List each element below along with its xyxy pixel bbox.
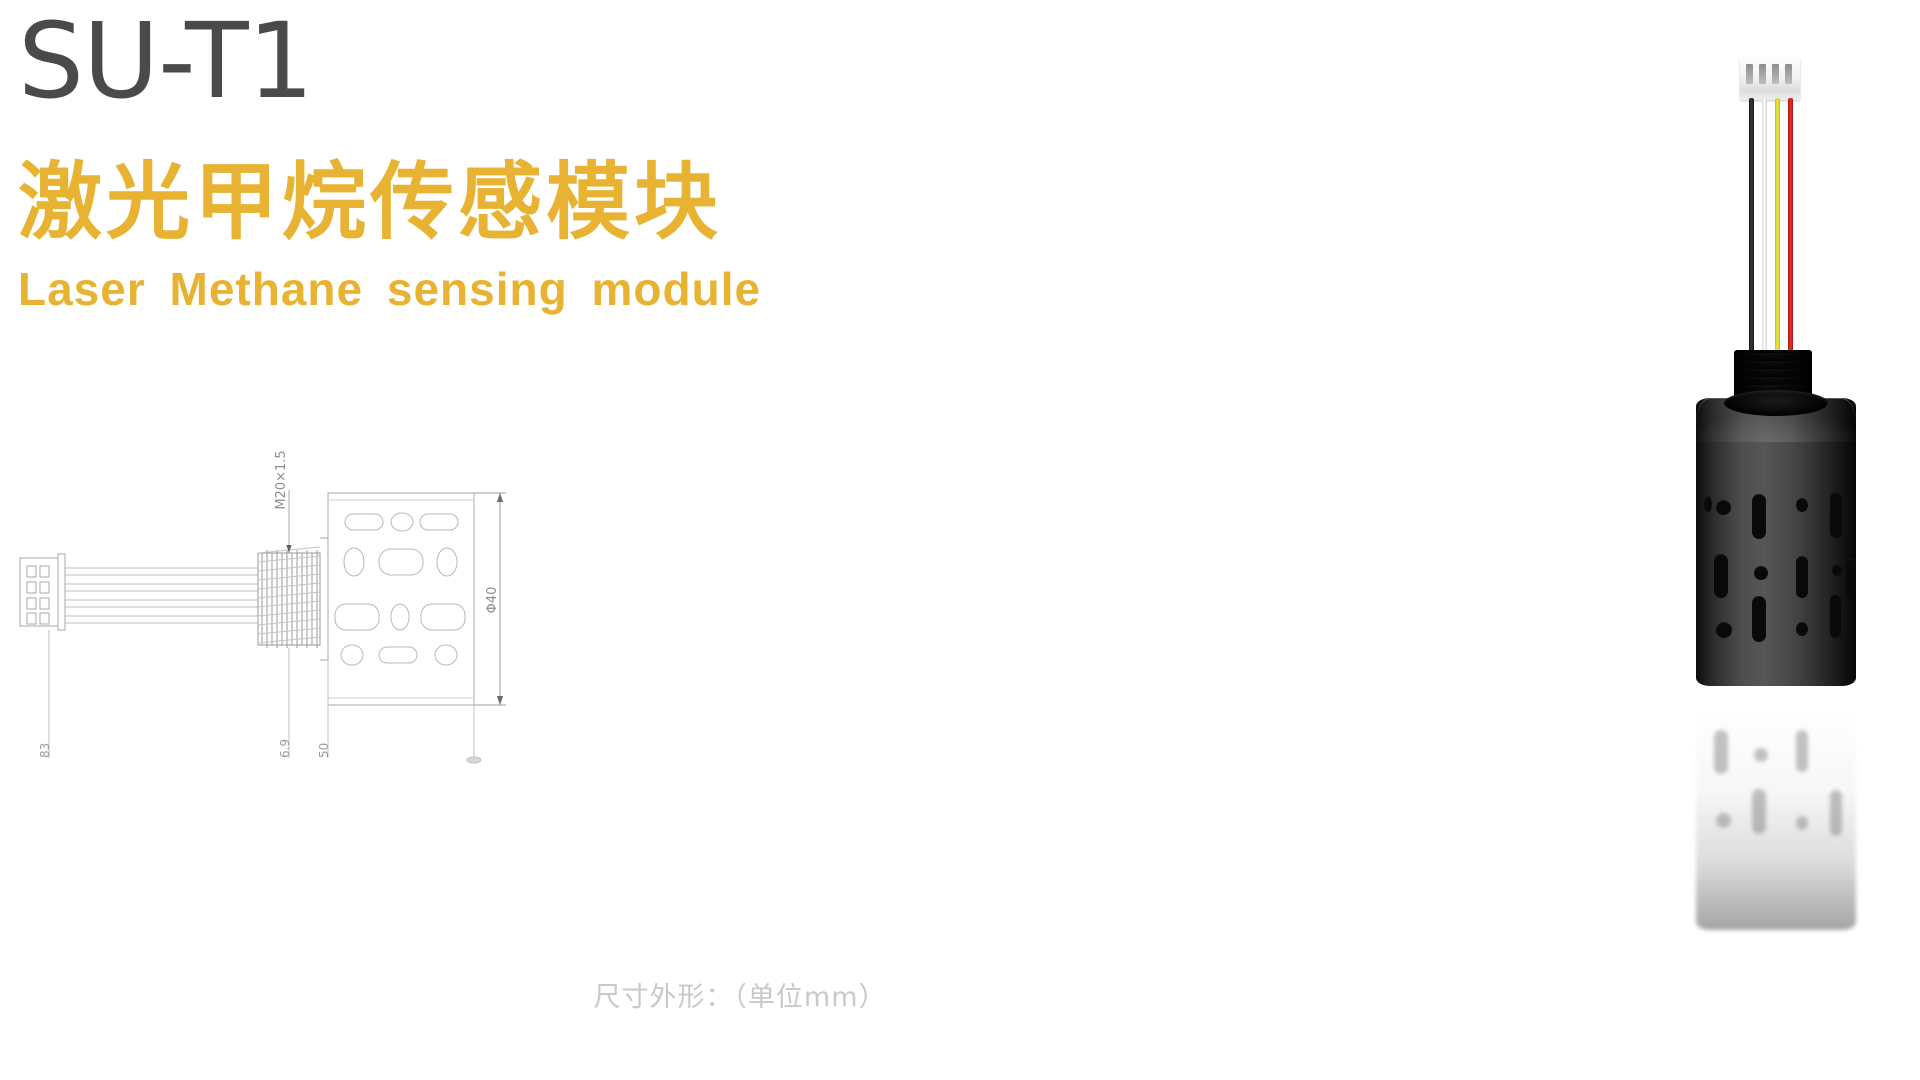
reflection-vent-hole xyxy=(1796,816,1808,830)
reflection-vent-hole xyxy=(1716,813,1731,828)
photo-vent-hole xyxy=(1716,622,1732,638)
drawing-cable xyxy=(65,567,258,624)
product-title-english: Laser Methane sensing module xyxy=(18,263,762,316)
photo-vent-hole xyxy=(1716,500,1731,515)
dimension-thread-leader xyxy=(286,490,292,553)
drawing-caption: 尺寸外形：（单位mm） xyxy=(593,982,887,1013)
connector-pin xyxy=(1746,64,1753,84)
connector-pin xyxy=(1759,64,1766,84)
photo-reflection xyxy=(1696,690,1856,930)
photo-vent-hole xyxy=(1754,566,1768,580)
reflection-vent-slot xyxy=(1830,790,1842,836)
connector-pin xyxy=(1785,64,1792,84)
dimension-label-total-length: 83 xyxy=(38,743,52,758)
product-photo xyxy=(1640,0,1920,1080)
photo-vent-slot xyxy=(1752,596,1766,642)
drawing-perforations xyxy=(334,512,466,666)
product-title-chinese: 激光甲烷传感模块 xyxy=(18,153,723,252)
photo-vent-hole xyxy=(1796,622,1808,636)
wire-black xyxy=(1749,98,1754,356)
dimension-label-body-length: 50 xyxy=(317,743,331,758)
dimension-drawing-svg: Φ40 M20×1.5 83 6.9 50 xyxy=(19,450,506,764)
reflection-vent-slot xyxy=(1752,789,1766,834)
reflection-vent-slot xyxy=(1796,730,1808,772)
dimension-label-neck-length: 6.9 xyxy=(278,739,292,758)
photo-vent-slot xyxy=(1714,554,1728,598)
dimension-label-thread: M20×1.5 xyxy=(274,450,289,509)
wire-red xyxy=(1788,98,1793,356)
reflection-vent-slot xyxy=(1714,730,1728,774)
dimension-endpoint-tick xyxy=(466,756,482,764)
dimension-drawing: Φ40 M20×1.5 83 6.9 50 xyxy=(0,450,1000,920)
dimension-label-outer-diameter: Φ40 xyxy=(485,587,500,614)
product-header: SU-T1 激光甲烷传感模块 Laser Methane sensing mod… xyxy=(18,8,1038,315)
wire-white xyxy=(1762,98,1767,356)
photo-vent-slot xyxy=(1796,556,1808,598)
dimension-outer-diameter xyxy=(474,492,506,706)
photo-wire-bundle xyxy=(1740,98,1804,356)
drawing-thread xyxy=(257,546,321,648)
wire-yellow xyxy=(1775,98,1780,356)
photo-vent-slot xyxy=(1830,594,1841,638)
dimension-bottom-labels: 83 6.9 50 xyxy=(38,739,331,758)
photo-vent-hole xyxy=(1796,498,1808,512)
photo-vent-hole xyxy=(1832,564,1842,576)
photo-sensor-body xyxy=(1696,390,1856,686)
reflection-vent-hole xyxy=(1754,748,1768,762)
photo-connector-housing xyxy=(1740,58,1800,100)
photo-vent-hole xyxy=(1704,496,1712,512)
drawing-body xyxy=(327,492,475,706)
dimension-extension-lines xyxy=(48,630,475,758)
product-model-code: SU-T1 xyxy=(18,0,314,122)
drawing-collar xyxy=(320,537,329,661)
photo-vent-slot xyxy=(1830,492,1842,538)
photo-vent-slot xyxy=(1846,558,1855,596)
connector-pin xyxy=(1772,64,1779,84)
drawing-connector xyxy=(19,553,66,631)
photo-body-inner-ring xyxy=(1724,390,1828,416)
photo-vent-slot xyxy=(1752,494,1766,539)
